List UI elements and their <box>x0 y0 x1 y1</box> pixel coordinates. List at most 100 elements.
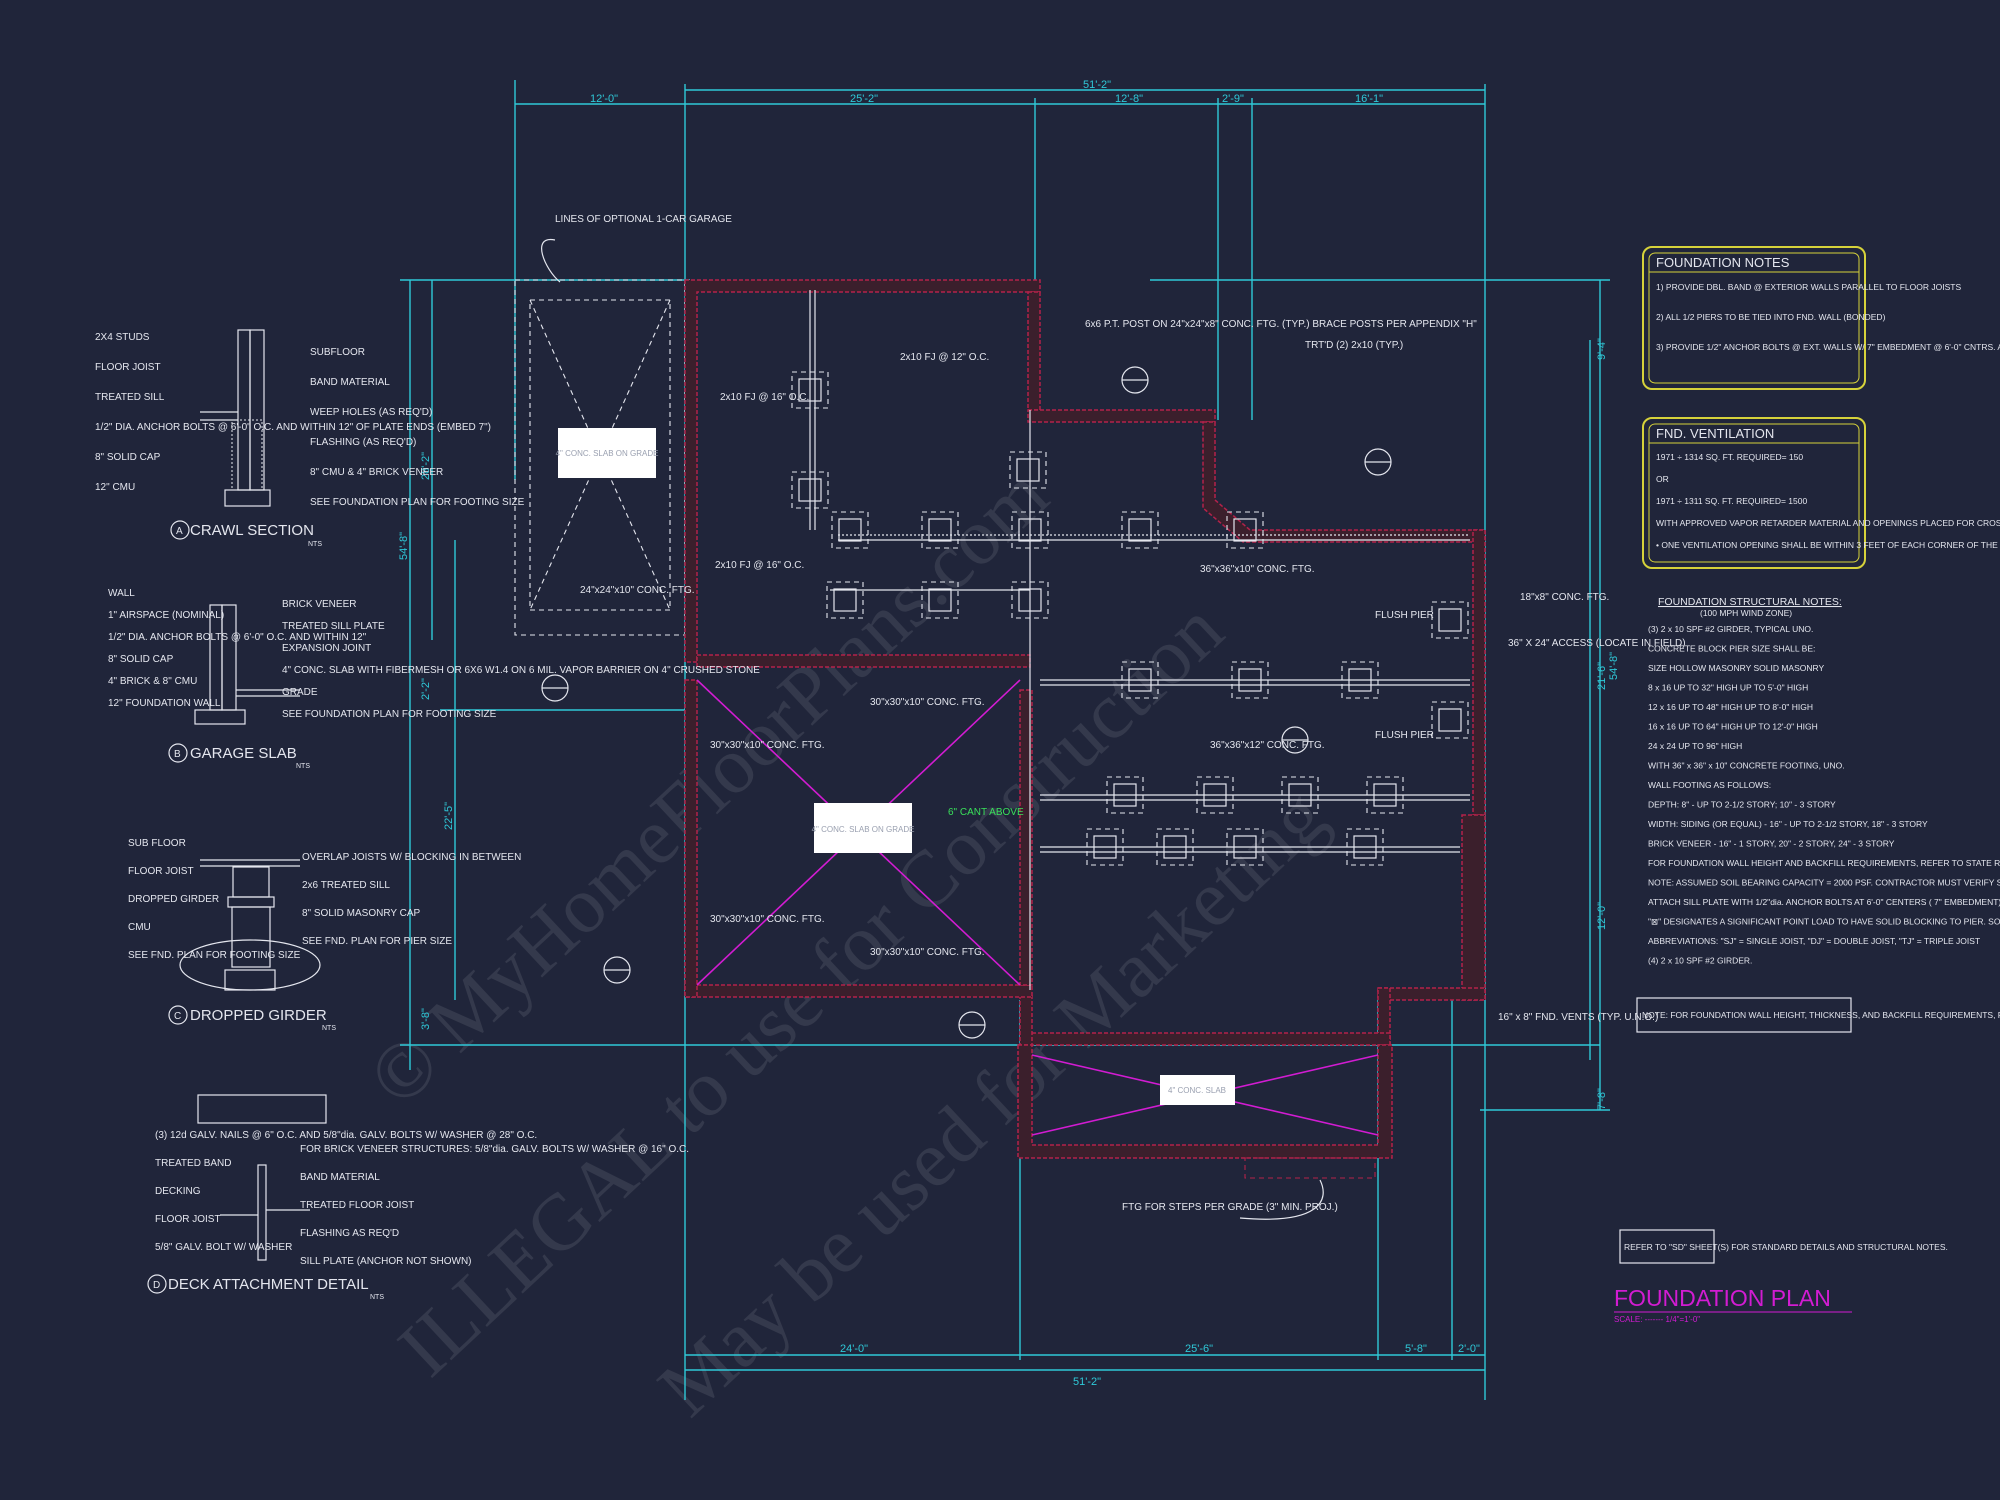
refer-text: REFER TO "SD" SHEET(S) FOR STANDARD DETA… <box>1624 1242 1948 1252</box>
fj-label-c: 2x10 FJ @ 16" O.C. <box>715 560 804 571</box>
detail-a-label: WEEP HOLES (AS REQ'D) <box>310 407 432 418</box>
footing-outline <box>791 471 829 509</box>
left-dimensions: 54'-8" 28'-2" 22'-5" 3'-8" 2'-2" <box>398 279 1600 1070</box>
detail-b-label: 4" CONC. SLAB WITH FIBERMESH OR 6X6 W1.4… <box>282 665 760 676</box>
stoop-slab-tag <box>1160 1075 1235 1105</box>
pier-icon <box>928 518 952 542</box>
structural-note-item: 12 x 16 UP TO 48" HIGH UP TO 8'-0" HIGH <box>1648 702 1813 712</box>
section-marker-icon <box>1364 448 1392 476</box>
pier-icon <box>928 588 952 612</box>
detail-c-label: SEE FND. PLAN FOR FOOTING SIZE <box>128 950 301 961</box>
ftg30-label-c: 30"x30"x10" CONC. FTG. <box>710 914 825 925</box>
detail-b-label: 1/2" DIA. ANCHOR BOLTS @ 6'-0" O.C. AND … <box>108 632 367 643</box>
stoop-slab-label: 4" CONC. SLAB <box>1168 1086 1226 1095</box>
detail-c-label: 2x6 TREATED SILL <box>302 880 390 891</box>
pier-icon <box>1163 835 1187 859</box>
ventilation-item: WITH APPROVED VAPOR RETARDER MATERIAL AN… <box>1656 518 2000 528</box>
access-label: 36" X 24" ACCESS (LOCATE IN FIELD) <box>1508 638 1686 649</box>
dim-right-a: 54'-8" <box>1608 652 1620 680</box>
garage-slab-title: GARAGE SLAB <box>190 745 297 762</box>
structural-note-item: FOR FOUNDATION WALL HEIGHT AND BACKFILL … <box>1648 858 2000 868</box>
dim-left-b: 54'-8" <box>398 532 410 560</box>
svg-text:B: B <box>174 749 181 760</box>
footing-outline <box>791 371 829 409</box>
pier-icon <box>1233 835 1257 859</box>
detail-a-label: BAND MATERIAL <box>310 377 390 388</box>
dim-top-a: 12'-0" <box>590 93 618 105</box>
footing-outline <box>826 581 864 619</box>
section-marker-icon <box>958 1011 986 1039</box>
footing-outline <box>1196 776 1234 814</box>
pier-icon <box>838 518 862 542</box>
detail-a-label: TREATED SILL <box>95 392 165 403</box>
footing-outline <box>1009 451 1047 489</box>
detail-d-label: (3) 12d GALV. NAILS @ 6" O.C. AND 5/8"di… <box>155 1130 537 1141</box>
structural-note-item: 24 x 24 UP TO 96" HIGH <box>1648 741 1742 751</box>
detail-d-label: BAND MATERIAL <box>300 1172 380 1183</box>
post-label: 6x6 P.T. POST ON 24"x24"x8" CONC. FTG. (… <box>1085 319 1477 330</box>
footing-outline <box>921 581 959 619</box>
detail-c-label: SUB FLOOR <box>128 838 186 849</box>
plan-scale: SCALE: ------- 1/4"=1'-0" <box>1614 1315 1700 1324</box>
deck-attachment-scale: NTS <box>370 1294 384 1301</box>
footing-outline <box>1231 661 1269 699</box>
pier-icon <box>798 478 822 502</box>
pier-icon <box>1238 668 1262 692</box>
flush-pier-label-a: FLUSH PIER <box>1375 610 1434 621</box>
footing-outline <box>1106 776 1144 814</box>
detail-c-label: FLOOR JOIST <box>128 866 194 877</box>
dim-bot-a: 24'-0" <box>840 1343 868 1355</box>
footing-outline <box>921 511 959 549</box>
dim-right-d: 7'-8" <box>1596 1088 1608 1110</box>
crawl-section-scale: NTS <box>308 541 322 548</box>
pier-icon <box>1113 783 1137 807</box>
detail-b-label: 4" BRICK & 8" CMU <box>108 676 197 687</box>
pier-icon <box>1016 458 1040 482</box>
detail-a-label: SUBFLOOR <box>310 347 365 358</box>
detail-a-label: SEE FOUNDATION PLAN FOR FOOTING SIZE <box>310 497 525 508</box>
detail-a-label: 2X4 STUDS <box>95 332 150 343</box>
dim-right-b: 21'-6" <box>1596 662 1608 690</box>
watermark-copyright: © MyHomeFloorPlans.com <box>352 451 1064 1124</box>
watermark: © MyHomeFloorPlans.com ILLEGAL to use fo… <box>352 451 1342 1434</box>
structural-note-item: WITH 36" x 36" x 10" CONCRETE FOOTING, U… <box>1648 761 1845 771</box>
pier-icon <box>1233 518 1257 542</box>
structural-notes: FOUNDATION STRUCTURAL NOTES: (100 MPH WI… <box>1648 596 2000 966</box>
footing-outline <box>1011 511 1049 549</box>
detail-b-label: 1" AIRSPACE (NOMINAL) <box>108 610 224 621</box>
footing-outline <box>1121 661 1159 699</box>
vents-label: 16" x 8" FND. VENTS (TYP. U.N.O.) <box>1498 1012 1658 1023</box>
detail-b-label: 8" SOLID CAP <box>108 654 174 665</box>
dim-left-a: 28'-2" <box>420 452 432 480</box>
footing-outline <box>1086 828 1124 866</box>
pier-icon <box>1353 835 1377 859</box>
footing-outline <box>1431 701 1469 739</box>
dim-bot-b: 25'-6" <box>1185 1343 1213 1355</box>
dropped-girder-title: DROPPED GIRDER <box>190 1007 327 1024</box>
detail-b-label: TREATED SILL PLATE <box>282 621 385 632</box>
garage-slab-scale: NTS <box>296 763 310 770</box>
detail-deck-attachment: (3) 12d GALV. NAILS @ 6" O.C. AND 5/8"di… <box>147 1094 689 1301</box>
detail-c-label: 8" SOLID MASONRY CAP <box>302 908 421 919</box>
crawl-section-title: CRAWL SECTION <box>190 522 314 539</box>
detail-d-label: TREATED BAND <box>155 1158 232 1169</box>
detail-a-label: FLOOR JOIST <box>95 362 161 373</box>
foundation-walls <box>684 279 1486 1179</box>
section-markers <box>541 366 1392 1039</box>
porch-slab-label: 4" CONC. SLAB ON GRADE <box>812 825 915 834</box>
pier-icon <box>1128 518 1152 542</box>
pier-icon <box>833 588 857 612</box>
cant-label: 6" CANT ABOVE <box>948 807 1024 818</box>
detail-c-labels: SUB FLOOR OVERLAP JOISTS W/ BLOCKING IN B… <box>128 838 521 961</box>
structural-note-item: 16 x 16 UP TO 64" HIGH UP TO 12'-0" HIGH <box>1648 722 1818 732</box>
detail-b-label: SEE FOUNDATION PLAN FOR FOOTING SIZE <box>282 709 497 720</box>
pier-icon <box>1438 708 1462 732</box>
detail-d-label: FOR BRICK VENEER STRUCTURES: 5/8"dia. GA… <box>300 1144 689 1155</box>
section-marker-icon <box>1281 726 1309 754</box>
structural-note-item: ATTACH SILL PLATE WITH 1/2"dia. ANCHOR B… <box>1648 897 2000 907</box>
dim-right-e: 9'-4" <box>1596 338 1608 360</box>
detail-c-label: OVERLAP JOISTS W/ BLOCKING IN BETWEEN <box>302 852 521 863</box>
fj-label-b: 2x10 FJ @ 16" O.C. <box>720 392 809 403</box>
structural-notes-title: FOUNDATION STRUCTURAL NOTES: <box>1658 596 1842 608</box>
